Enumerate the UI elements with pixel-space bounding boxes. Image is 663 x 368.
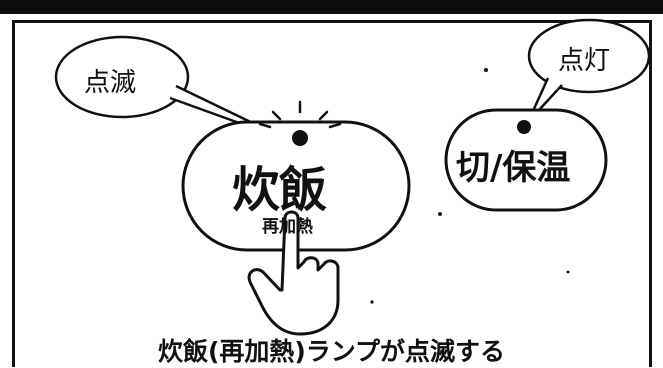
keep-warm-button-label[interactable]: 切/保温 [456,148,571,188]
blink-rays [258,100,342,129]
cook-led-icon [292,130,308,146]
cook-button-sub-label[interactable]: 再加熱 [262,217,313,237]
hand-pointer-icon [247,210,340,336]
cook-button-label[interactable]: 炊飯 [232,162,327,218]
lit-callout-bubble [527,18,651,94]
blinking-callout-bubble [54,35,190,119]
top-band [0,0,663,14]
caption: 炊飯(再加熱)ランプが点滅する [157,337,506,366]
lit-callout-text: 点灯 [558,46,611,76]
keep-warm-led-icon [517,120,531,134]
blinking-callout-text: 点滅 [84,68,137,98]
illustration-frame [12,20,652,367]
keep-warm-button-outline [444,108,608,212]
